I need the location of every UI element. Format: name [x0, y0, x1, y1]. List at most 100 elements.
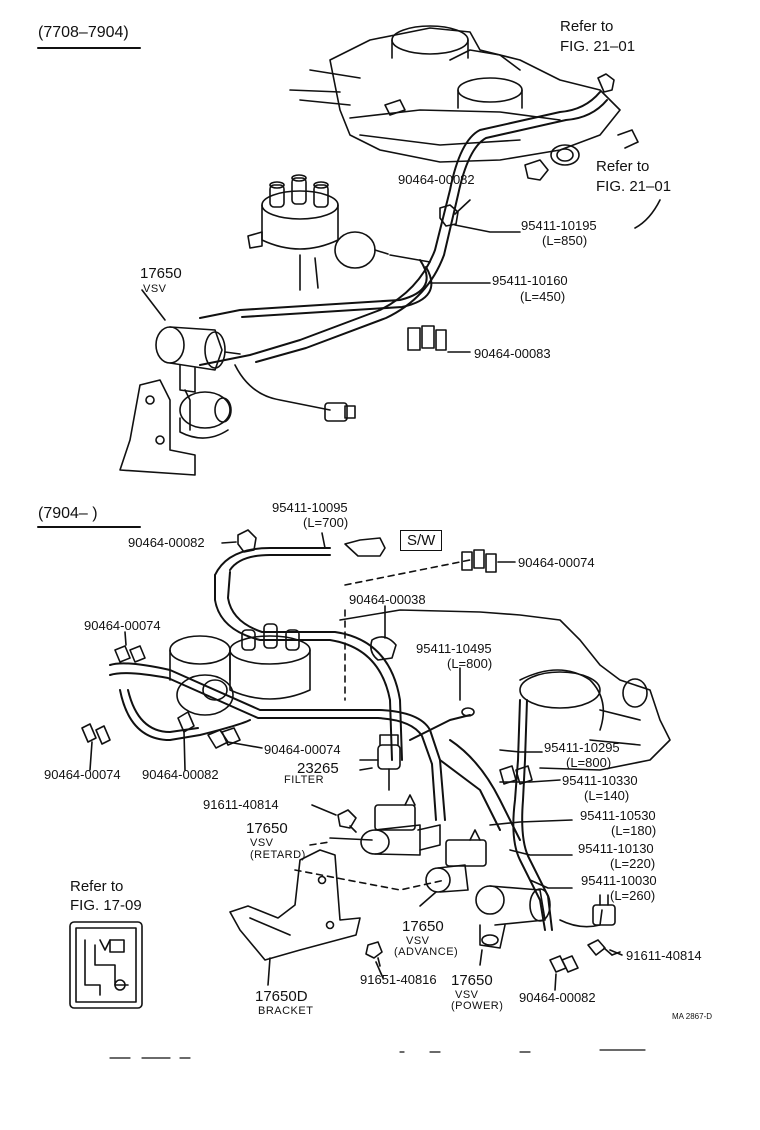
figure-code: MA 2867-D — [672, 1012, 713, 1021]
sw-part — [344, 537, 386, 557]
clamp-00038-label: 90464-00038 — [349, 592, 426, 607]
clamp-00074-left — [114, 645, 146, 663]
hose-10530-length: (L=180) — [611, 823, 657, 838]
vsv-advance-number: 17650 — [402, 918, 444, 935]
hose-bottom-right-b — [512, 699, 546, 931]
hose-10495-length: (L=800) — [447, 656, 493, 671]
hose-bottom-main — [229, 554, 331, 571]
hose-10295-label: 95411-10295 — [544, 740, 620, 755]
hose-10530-label: 95411-10530 — [580, 808, 656, 823]
vsv-power-number: 17650 — [451, 972, 493, 989]
hose-top-branch — [389, 254, 431, 263]
clamp-00074-c-label: 90464-00074 — [264, 742, 341, 757]
connector-right — [592, 894, 616, 926]
clamp-00074-a-label: 90464-00074 — [518, 555, 595, 570]
footer-dashes — [109, 1049, 646, 1059]
hose-bottom-loop-a — [109, 662, 446, 821]
refer-17-09-line1: Refer to — [70, 878, 124, 895]
bolt-91651-label: 91651-40816 — [360, 972, 437, 987]
filter-name: FILTER — [284, 774, 325, 786]
top-vsv-name: VSV — [143, 283, 167, 295]
vsv-advance-type: (ADVANCE) — [394, 946, 459, 958]
hose-bottom-cross — [449, 739, 521, 841]
hose-10030-length: (L=260) — [610, 888, 656, 903]
top-refer-a-line2: FIG. 21–01 — [560, 38, 636, 55]
hose-10130-length: (L=220) — [610, 856, 656, 871]
clamp-00082-a-label: 90464-00082 — [128, 535, 205, 550]
top-hose-10195-length: (L=850) — [542, 233, 588, 248]
hose-10095-label: 95411-10095 — [272, 500, 348, 515]
bolt-91651 — [365, 941, 383, 967]
hose-top-loop — [199, 259, 428, 319]
clamp-00074-d-label: 90464-00074 — [44, 767, 121, 782]
hose-clamps-right — [499, 765, 533, 785]
vsv-advance — [425, 829, 487, 893]
ring-10495 — [461, 707, 475, 717]
hose-bottom-loop-b — [109, 672, 437, 821]
hose-bottom-loop-c — [119, 689, 251, 741]
vsv-advance-name: VSV — [406, 935, 430, 947]
bracket-top — [119, 379, 232, 476]
bolt-91611-left — [337, 809, 357, 833]
bracket-bottom — [229, 849, 361, 961]
clamp-top-00082 — [439, 204, 459, 227]
refer-17-09-line2: FIG. 17-09 — [70, 897, 142, 914]
top-clamp-00083-label: 90464-00083 — [474, 346, 551, 361]
vsv-power-name: VSV — [455, 989, 479, 1001]
hose-top-main-b — [255, 99, 608, 363]
hose-10095-length: (L=700) — [303, 515, 349, 530]
hose-bottom-loop-d — [127, 689, 199, 733]
vsv-retard — [360, 794, 441, 856]
clamp-00074-b-label: 90464-00074 — [84, 618, 161, 633]
vsv-retard-type: (RETARD) — [250, 849, 306, 861]
clamp-top-refer-b — [524, 159, 549, 181]
hose-bottom-right — [409, 714, 471, 741]
hose-10495-label: 95411-10495 — [416, 641, 492, 656]
bracket-number: 17650D — [255, 988, 308, 1005]
hose-10330-label: 95411-10330 — [562, 773, 638, 788]
top-range-label: (7708–7904) — [38, 24, 129, 41]
bottom-range-label: (7904– ) — [38, 505, 98, 522]
refer-17-09-box — [69, 921, 143, 1009]
hose-10030-label: 95411-10030 — [581, 873, 657, 888]
filter-number: 23265 — [297, 760, 339, 777]
clamp-00082-bottom — [549, 955, 579, 973]
hose-10295-length: (L=800) — [566, 755, 612, 770]
top-clamp-00082-label: 90464-00082 — [398, 172, 475, 187]
clamp-top-refer-a — [597, 73, 615, 93]
clamp-top-00083 — [407, 325, 447, 351]
top-hose-10160-length: (L=450) — [520, 289, 566, 304]
hose-10330-length: (L=140) — [584, 788, 630, 803]
top-vsv-number: 17650 — [140, 265, 182, 282]
sw-box: S/W — [400, 530, 443, 551]
bolt-91611-b-label: 91611-40814 — [626, 948, 702, 963]
vsv-power-type: (POWER) — [451, 1000, 504, 1012]
clamp-00082-mid — [177, 711, 195, 733]
engine-block-bottom — [339, 609, 671, 771]
top-refer-b-line1: Refer to — [596, 158, 650, 175]
clamp-00082-top — [237, 529, 257, 553]
hose-bottom-down — [214, 574, 393, 761]
filter — [359, 734, 401, 791]
hose-10130-label: 95411-10130 — [578, 841, 654, 856]
dashed-outline — [294, 559, 471, 891]
top-hose-10160-label: 95411-10160 — [492, 273, 568, 288]
vsv-retard-number: 17650 — [246, 820, 288, 837]
top-refer-b-line2: FIG. 21–01 — [596, 178, 672, 195]
vsv-retard-name: VSV — [250, 837, 274, 849]
top-refer-a-line1: Refer to — [560, 18, 614, 35]
hose-bottom-right-c — [521, 699, 553, 931]
hose-bottom-main-b — [214, 547, 331, 576]
top-hose-10195-label: 95411-10195 — [521, 218, 597, 233]
vsv-top — [155, 326, 356, 431]
hose-bottom-wire — [559, 909, 603, 928]
carburetor-assembly — [289, 25, 639, 166]
clamp-00074-top — [461, 549, 497, 573]
vsv-power — [475, 885, 551, 949]
distributor-top — [247, 174, 389, 291]
hose-bottom-cross-b — [439, 759, 501, 831]
clamp-00082-c-label: 90464-00082 — [519, 990, 596, 1005]
hose-top-loop-b — [241, 266, 433, 318]
bracket-name: BRACKET — [258, 1005, 314, 1017]
